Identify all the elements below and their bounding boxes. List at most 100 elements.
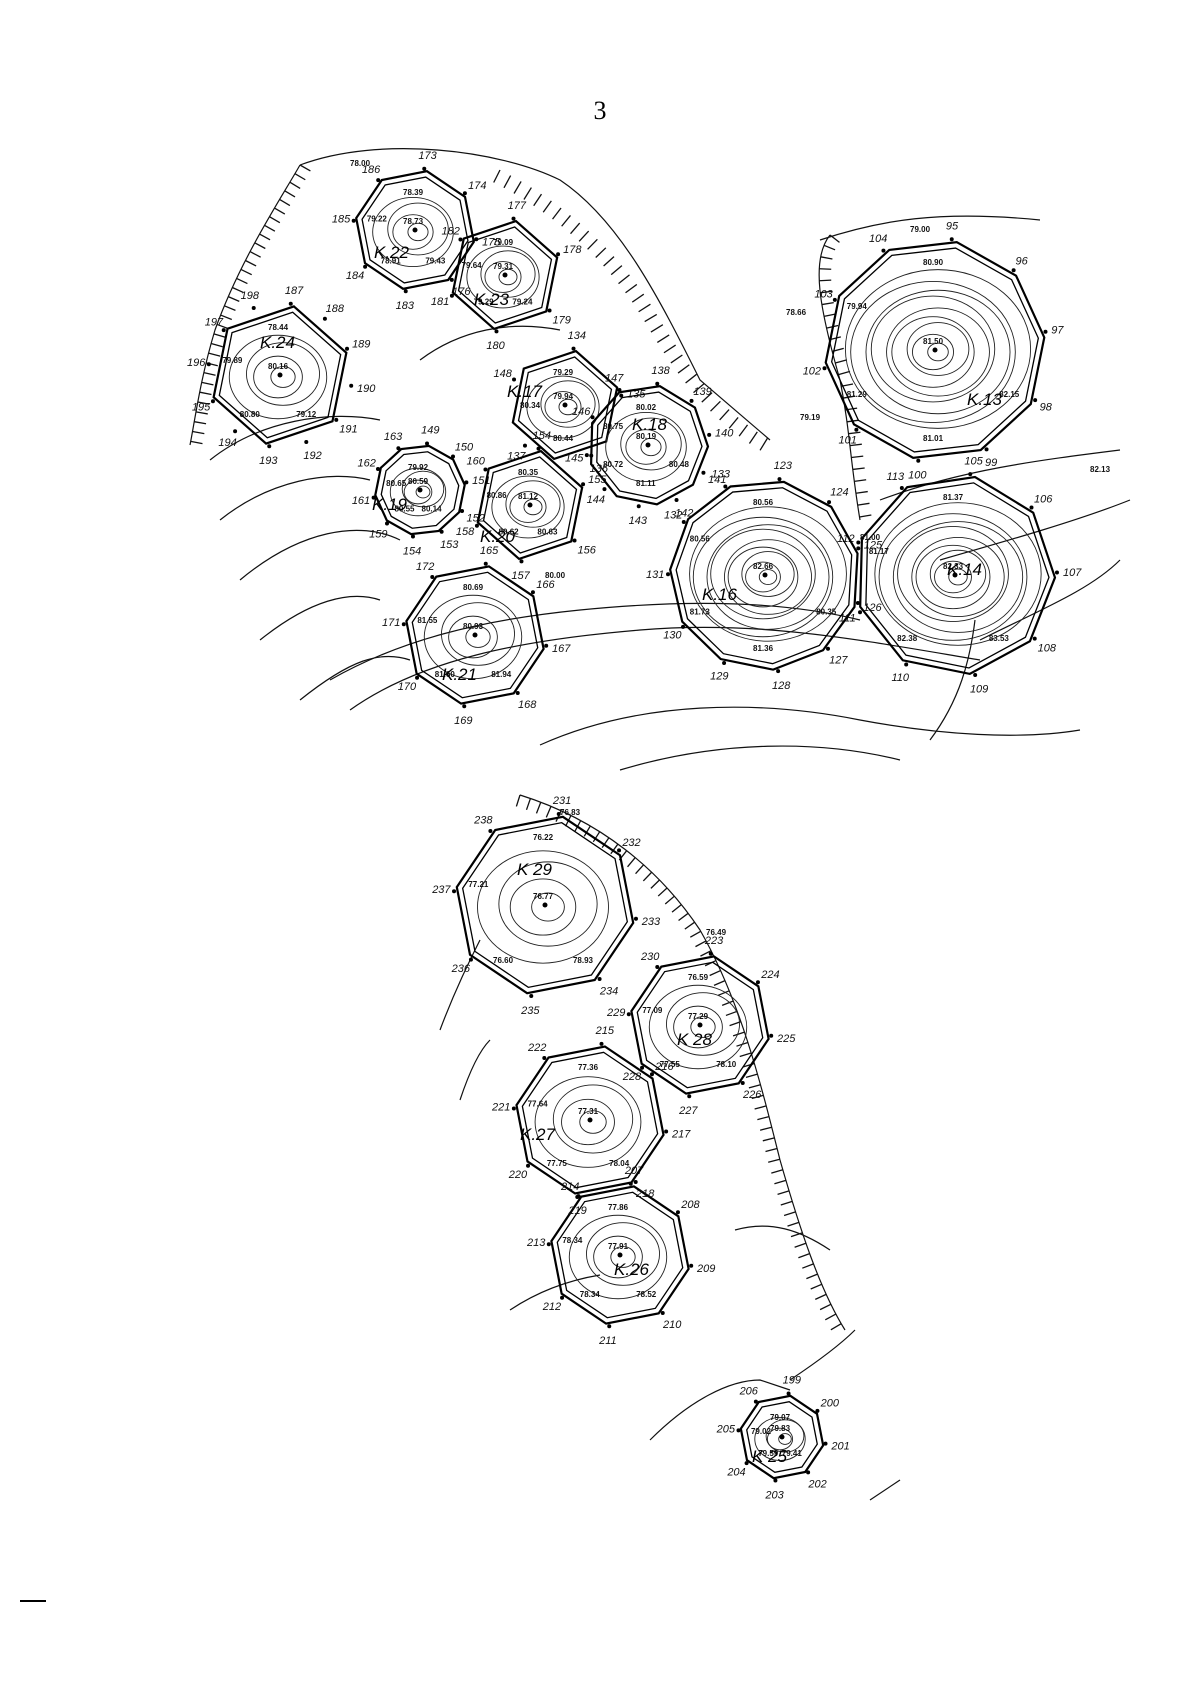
elevation-value: 77.21 xyxy=(468,880,489,889)
vertex-number: 144 xyxy=(587,494,605,506)
contour-line xyxy=(844,269,1032,429)
mound-inner-polygon xyxy=(830,247,1040,453)
contour-line xyxy=(850,280,1016,424)
contour-label: 78.00 xyxy=(350,159,371,168)
hachure-tick xyxy=(678,912,689,922)
vertex-marker xyxy=(640,1065,645,1070)
hachure-tick xyxy=(671,904,682,913)
hachure-tick xyxy=(819,1303,832,1311)
mound-boundary-polygon xyxy=(476,449,584,561)
vertex-marker xyxy=(806,1470,811,1475)
hachure-tick xyxy=(777,1190,790,1195)
contour-line xyxy=(372,196,454,268)
hachure-tick xyxy=(201,381,214,386)
contour-line xyxy=(466,245,540,309)
hachure-tick xyxy=(208,352,221,357)
hachure-tick xyxy=(787,1221,800,1227)
mound-label: K.13 xyxy=(967,390,1003,409)
vertex-number: 236 xyxy=(451,963,471,975)
hachure-tick xyxy=(535,801,542,814)
vertex-number: 184 xyxy=(346,270,364,282)
vertex-number: 165 xyxy=(480,545,499,557)
lower-slope-edge xyxy=(519,794,846,1331)
hachure-tick xyxy=(739,1052,752,1058)
vertex-number: 102 xyxy=(803,366,821,378)
elevation-value: 80.44 xyxy=(553,434,574,443)
mound-inner-polygon xyxy=(865,482,1050,669)
contour-line xyxy=(690,1016,716,1038)
mound-inner-polygon xyxy=(675,487,853,665)
vertex-marker xyxy=(655,965,660,970)
vertex-number: 230 xyxy=(640,951,660,963)
contour-line xyxy=(610,1246,636,1268)
contour-line xyxy=(915,544,991,610)
vertex-marker xyxy=(464,480,469,485)
hachure-tick xyxy=(269,216,281,224)
vertex-number: 129 xyxy=(710,671,728,683)
hachure-tick xyxy=(192,430,205,435)
elevation-value: 81.12 xyxy=(518,492,539,501)
elevation-value: 80.65 xyxy=(386,479,407,488)
elevation-value: 81.73 xyxy=(690,608,711,617)
hachure-tick xyxy=(857,502,870,506)
elevation-value: 79.02 xyxy=(751,1427,772,1436)
vertex-number: 221 xyxy=(491,1101,510,1113)
mound-label: K.14 xyxy=(947,560,982,579)
mound-k27: 21521621721821922022122277.3677.3178.047… xyxy=(491,1025,691,1217)
elevation-value: 79.07 xyxy=(770,1413,791,1422)
vertex-marker xyxy=(856,540,861,545)
contour-line xyxy=(778,1433,792,1445)
contour-line xyxy=(640,437,662,457)
vertex-marker xyxy=(511,216,516,221)
elevation-value: 81.50 xyxy=(923,337,944,346)
hachure-tick xyxy=(650,324,664,333)
vertex-number: 133 xyxy=(712,469,731,481)
vertex-number: 211 xyxy=(598,1335,617,1347)
hachure-tick xyxy=(823,244,836,251)
elevation-value: 77.64 xyxy=(528,1100,549,1109)
elevation-value: 81.37 xyxy=(943,493,964,502)
vertex-number: 103 xyxy=(814,289,833,301)
elevation-value: 82.38 xyxy=(897,634,918,643)
vertex-number: 212 xyxy=(542,1301,561,1313)
contour-line xyxy=(625,429,667,465)
hachure-tick xyxy=(513,181,522,194)
hachure-tick xyxy=(780,1200,793,1206)
vertex-number: 95 xyxy=(946,220,959,232)
hachure-tick xyxy=(754,1105,767,1110)
contour-line xyxy=(270,366,296,388)
vertex-number: 169 xyxy=(454,715,472,727)
hachure-tick xyxy=(279,198,291,207)
vertex-marker xyxy=(855,600,860,605)
hachure-tick xyxy=(240,268,252,276)
vertex-number: 159 xyxy=(369,528,387,540)
vertex-marker xyxy=(590,415,595,420)
vertex-marker xyxy=(856,546,861,551)
vertex-marker xyxy=(233,429,238,434)
hachure-tick xyxy=(625,283,638,294)
terrain-lines xyxy=(189,148,1131,1501)
vertex-marker xyxy=(351,218,356,223)
vertex-number: 146 xyxy=(572,406,591,418)
vertex-number: 154 xyxy=(403,545,421,557)
vertex-marker xyxy=(547,308,552,313)
contour-line xyxy=(906,322,970,376)
hachure-tick xyxy=(757,1115,770,1121)
mound-label: K.17 xyxy=(507,382,543,401)
vertex-number: 231 xyxy=(552,795,571,807)
vertex-marker xyxy=(474,523,479,528)
contour-line xyxy=(505,480,561,528)
vertex-number: 192 xyxy=(303,450,321,462)
hachure-tick xyxy=(583,825,591,837)
vertex-number: 224 xyxy=(760,969,779,981)
contour-line xyxy=(401,470,445,508)
vertex-marker xyxy=(526,1163,531,1168)
vertex-number: 161 xyxy=(352,495,370,507)
mound-center-point xyxy=(952,572,958,578)
contour-line xyxy=(407,222,429,242)
vertex-marker xyxy=(288,301,293,306)
hachure-tick xyxy=(700,950,712,957)
vertex-marker xyxy=(511,1106,516,1111)
hachure-tick xyxy=(561,214,571,227)
hachure-tick xyxy=(523,187,532,200)
